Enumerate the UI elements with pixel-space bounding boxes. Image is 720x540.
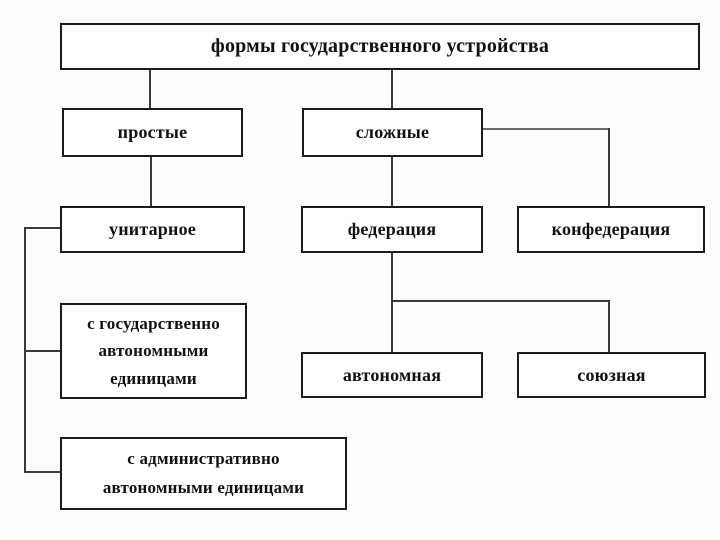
node-federation: федерация (301, 206, 483, 253)
connector-fork-soyuznaya-vertical (608, 300, 610, 352)
node-label: автономная (342, 364, 442, 385)
node-simple: простые (62, 108, 243, 157)
connector-slozhnye-federatsiya (391, 157, 393, 206)
node-label: формы государственного устройства (210, 35, 550, 57)
connector-federatsiya-fork-horizontal (391, 300, 610, 302)
node-autonomous: автономная (301, 352, 483, 398)
node-label: конфедерация (551, 219, 671, 239)
node-label: федерация (347, 219, 437, 239)
connector-prostye-unitarnoe (150, 157, 152, 206)
node-with-state-autonomous-units: с государственно автономными единицами (60, 303, 247, 399)
connector-federatsiya-avtonomnaya (391, 253, 393, 352)
connector-slozhnye-konfederatsiya-vertical (608, 128, 610, 206)
node-forms-of-state-structure: формы государственного устройства (60, 23, 700, 70)
node-label: унитарное (109, 219, 196, 239)
node-unitary: унитарное (60, 206, 245, 253)
node-label: союзная (577, 364, 646, 385)
node-label: сложные (355, 122, 430, 142)
node-label-line1: с административно (127, 448, 280, 468)
node-label: простые (117, 122, 188, 142)
connector-adm-avtonom-stub (24, 471, 60, 473)
node-with-administrative-autonomous-units: с административно автономными единицами (60, 437, 347, 510)
connector-unitarnoe-left-stub (24, 227, 61, 229)
node-label-line3: единицами (110, 368, 197, 388)
node-label-line1: с государственно (87, 314, 220, 334)
connector-slozhnye-konfederatsiya-horizontal (483, 128, 610, 130)
connector-gos-avtonom-stub (24, 350, 60, 352)
connector-title-slozhnye (391, 70, 393, 108)
node-confederation: конфедерация (517, 206, 705, 253)
node-complex: сложные (302, 108, 483, 157)
node-label-line2: автономными (98, 341, 209, 361)
node-label-line2: автономными единицами (102, 477, 305, 497)
connector-title-prostye (149, 70, 151, 108)
node-union: союзная (517, 352, 706, 398)
